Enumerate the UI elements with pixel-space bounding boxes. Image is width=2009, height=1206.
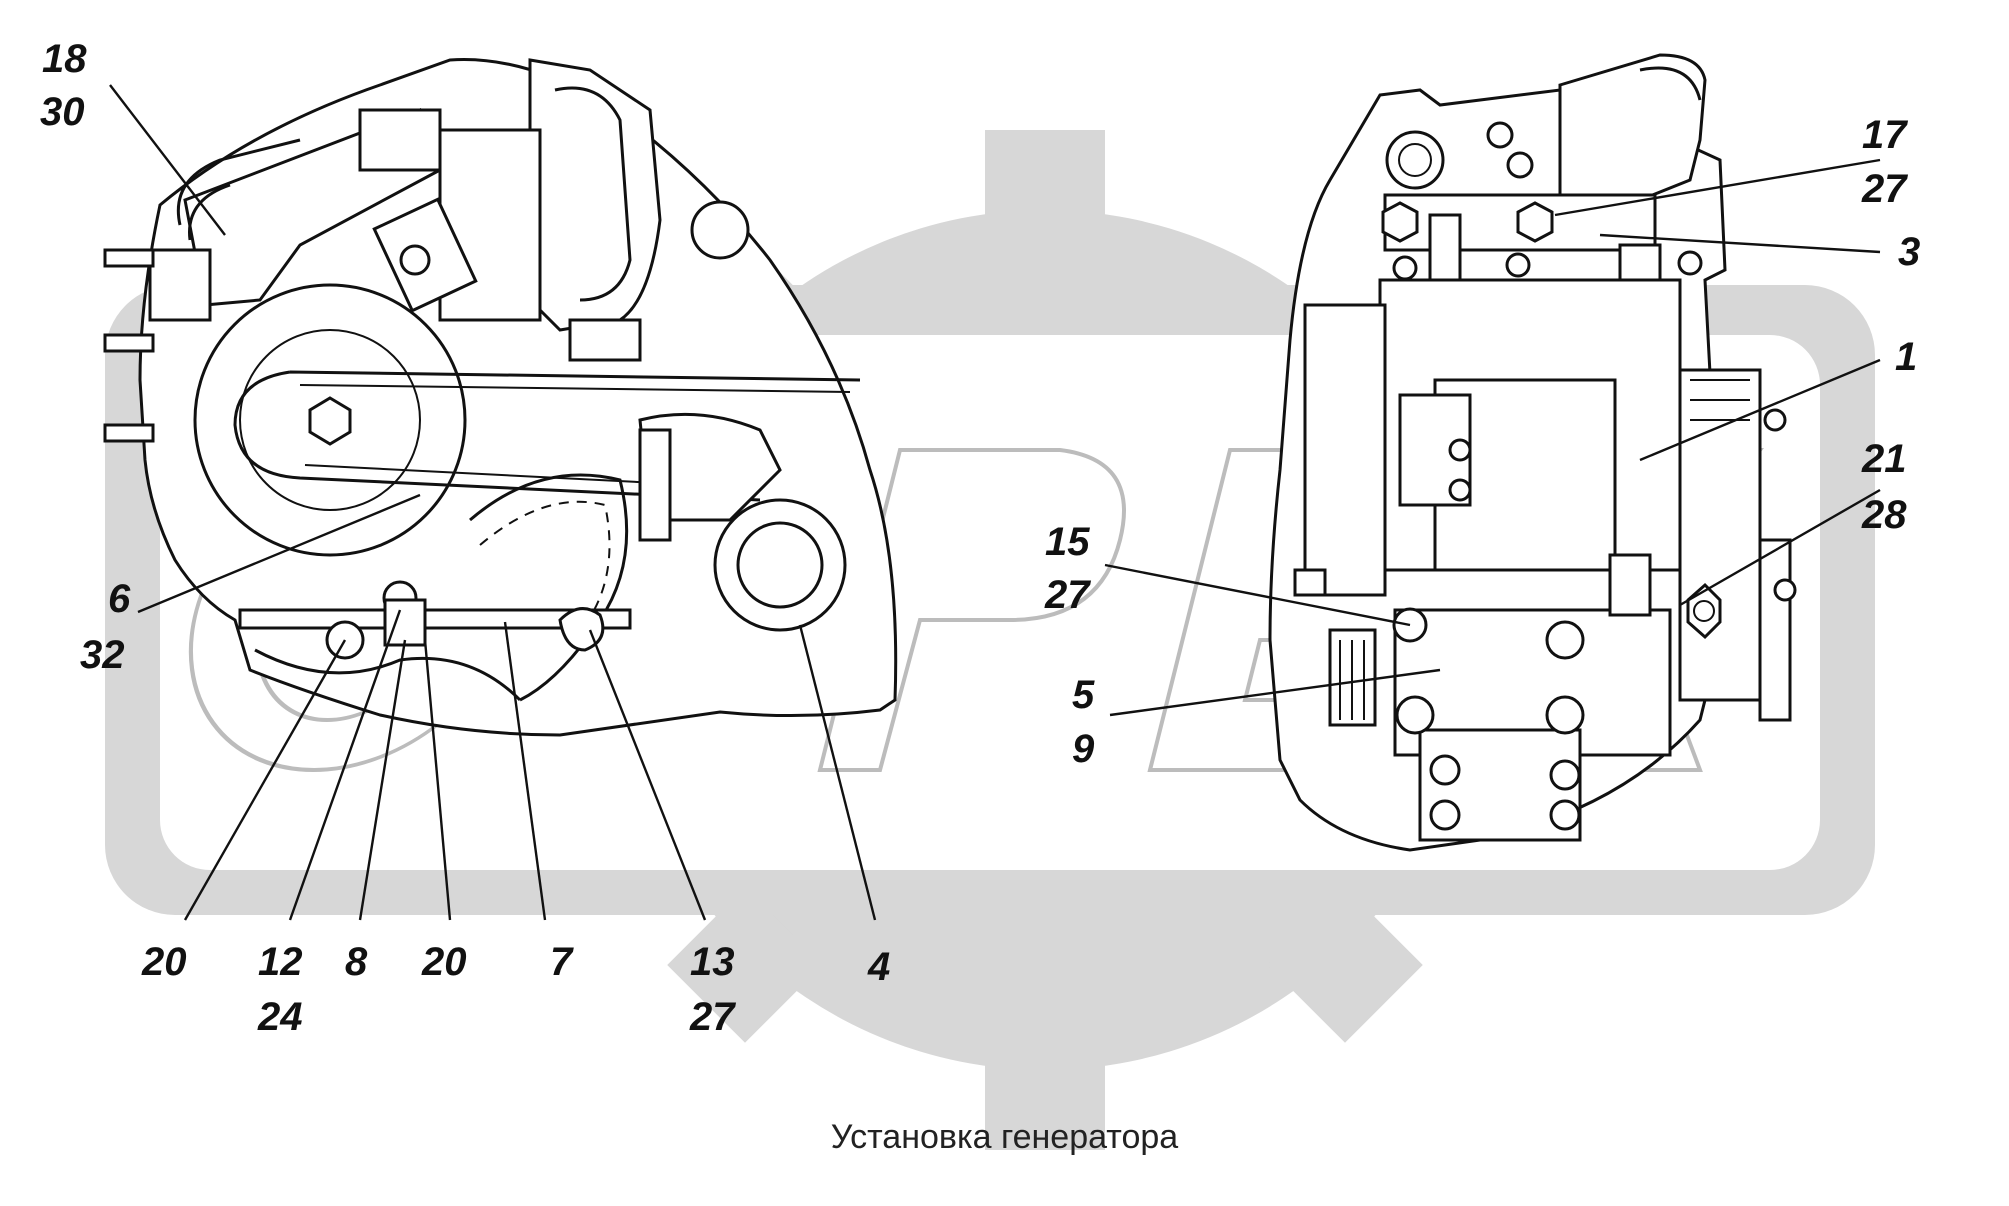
- left-callouts: 18 30 6 32 20 12 24 8 20 7 13 27 4: [40, 37, 890, 1039]
- water-pump-body: [528, 58, 662, 332]
- bracket-bolt-5: [1429, 754, 1461, 786]
- stud-2: [103, 333, 155, 353]
- callout-21: 21: [1861, 437, 1907, 481]
- callout-28: 28: [1861, 493, 1907, 537]
- leader-8: [358, 639, 407, 921]
- callout-27-mid: 27: [1044, 573, 1091, 617]
- end-bolt-top: [1763, 408, 1787, 432]
- callout-13: 13: [690, 940, 735, 984]
- fan-fins: [1690, 379, 1750, 421]
- terminal-2: [1448, 478, 1472, 502]
- leader-1: [1639, 358, 1881, 462]
- adjusting-bolt-upper: [399, 244, 431, 276]
- callout-27-top: 27: [1861, 167, 1908, 211]
- callout-12: 12: [258, 940, 303, 984]
- small-bolt-2: [1505, 252, 1531, 278]
- water-pump-inner: [554, 86, 632, 302]
- callout-5: 5: [1072, 673, 1095, 717]
- leader-5-9: [1109, 668, 1441, 717]
- small-bolt-3: [1677, 250, 1703, 276]
- top-bolt-b: [1506, 151, 1534, 179]
- crank-pulley-inner: [736, 521, 824, 609]
- filler-cap: [1385, 130, 1445, 190]
- tension-plate: [638, 428, 672, 542]
- callout-20-right: 20: [421, 940, 467, 984]
- leader-20b: [423, 639, 452, 921]
- stud-1: [103, 248, 155, 268]
- callout-18: 18: [42, 37, 87, 81]
- lower-pump-block: [568, 318, 642, 362]
- manifold-pipe: [176, 138, 301, 241]
- right-callouts: 17 27 3 1 21 28 15 27 5 9: [1044, 113, 1920, 771]
- bracket-bolt-8: [1549, 799, 1581, 831]
- bracket-bolt-6: [1429, 799, 1461, 831]
- bracket-bolt-4: [1395, 695, 1435, 735]
- callout-32: 32: [80, 633, 125, 677]
- pump-bolt-block: [358, 108, 442, 172]
- callout-15: 15: [1045, 520, 1090, 564]
- pump-boss: [690, 200, 750, 260]
- leader-4: [798, 624, 877, 921]
- right-end-plate: [1758, 538, 1792, 722]
- exhaust-curve-dashed: [479, 500, 611, 626]
- end-bolt-bottom: [1773, 578, 1797, 602]
- hex-bolt-upper: [1516, 201, 1554, 243]
- leader-13-27: [588, 629, 707, 921]
- leader-7: [503, 621, 547, 921]
- leader-6-32: [137, 493, 421, 614]
- leader-17-27: [1554, 158, 1881, 217]
- fan-guard: [1678, 368, 1762, 702]
- rod-clamp: [383, 598, 427, 647]
- adjuster-rod-right: [1608, 553, 1652, 617]
- top-pipe-ring: [1639, 66, 1702, 101]
- lower-arm: [254, 648, 522, 702]
- tension-bracket: [638, 412, 782, 522]
- figure-caption: Установка генератора: [830, 1118, 1179, 1156]
- exhaust-curve: [469, 473, 629, 702]
- right-engine-view: [1268, 53, 1797, 852]
- leader-20a: [183, 639, 347, 921]
- filler-cap-inner: [1398, 143, 1432, 177]
- callout-24: 24: [257, 995, 303, 1039]
- bracket-bolt-2: [1545, 620, 1585, 660]
- small-bolt-1: [1392, 255, 1418, 281]
- leader-lines: [109, 84, 1881, 921]
- callout-3: 3: [1898, 230, 1920, 274]
- leader-12-24: [288, 609, 402, 921]
- hex-bolt-left: [1381, 201, 1419, 243]
- callout-7: 7: [550, 940, 574, 984]
- terminal-1: [1448, 438, 1472, 462]
- callout-17: 17: [1862, 113, 1908, 157]
- callout-20-left: 20: [141, 940, 187, 984]
- callout-1: 1: [1895, 335, 1917, 379]
- adjuster-washer: [1693, 600, 1715, 622]
- right-lower-bolt: [1293, 568, 1327, 597]
- callout-8: 8: [345, 940, 368, 984]
- callout-6: 6: [108, 577, 131, 621]
- left-engine-view: [103, 58, 898, 737]
- top-bolt-a: [1486, 121, 1514, 149]
- leader-18-30: [109, 84, 226, 236]
- bracket-bolt-7: [1549, 759, 1581, 791]
- bracket-bolt-3: [1545, 695, 1585, 735]
- alternator-pulley-nut: [308, 396, 352, 446]
- stud-3: [103, 423, 155, 443]
- callout-30: 30: [40, 90, 85, 134]
- leader-15-27: [1104, 563, 1411, 627]
- callout-27-left: 27: [689, 995, 736, 1039]
- rod-end-fork: [558, 607, 605, 652]
- leader-3: [1599, 233, 1881, 254]
- callout-4: 4: [867, 945, 890, 989]
- left-side-panel: [1303, 303, 1387, 597]
- left-bracket: [148, 248, 212, 322]
- leader-21-28: [1679, 488, 1881, 607]
- alternator-hub: [239, 329, 421, 511]
- callout-9: 9: [1072, 727, 1095, 771]
